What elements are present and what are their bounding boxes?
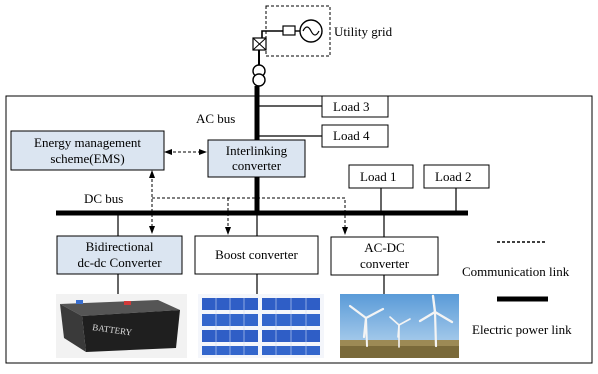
dc-bus-label: DC bus <box>84 191 123 206</box>
grid-impedance <box>282 25 296 36</box>
load-4-box <box>321 124 389 148</box>
acdc-converter-box <box>330 236 439 276</box>
ac-source-icon <box>299 19 323 43</box>
legend-power-label: Electric power link <box>472 322 572 337</box>
boost-converter-box <box>194 235 319 275</box>
communication-links <box>149 170 348 235</box>
ems-line1: Energy management <box>34 135 141 150</box>
ems-box <box>10 130 165 171</box>
load-3-label: Load 3 <box>333 99 369 114</box>
load-4-label: Load 4 <box>333 128 370 143</box>
legend: Communication link Electric power link <box>462 241 572 337</box>
acdc-line2: converter <box>360 256 410 271</box>
wind-turbine-image <box>340 294 459 358</box>
interlinking-converter-line2: converter <box>232 158 282 173</box>
interlinking-converter-line1: Interlinking <box>226 143 288 158</box>
transformer-icon <box>252 64 266 87</box>
bidirectional-line1: Bidirectional <box>86 239 154 254</box>
system-frame <box>5 95 593 364</box>
legend-communication-label: Communication link <box>462 264 570 279</box>
load-2-label: Load 2 <box>435 169 471 184</box>
acdc-line1: AC-DC <box>364 240 404 255</box>
switch-icon <box>252 37 267 51</box>
bidirectional-line2: dc-dc Converter <box>77 255 162 270</box>
bidirectional-converter-box <box>56 235 183 275</box>
utility-grid-label: Utility grid <box>334 24 393 39</box>
interlinking-converter-box <box>207 139 306 178</box>
ac-bus-label: AC bus <box>196 111 235 126</box>
battery-image: BATTERY <box>56 294 187 358</box>
boost-converter-label: Boost converter <box>215 247 298 262</box>
load-3-box <box>321 95 389 118</box>
solar-panel-image <box>198 294 324 358</box>
ems-line2: scheme(EMS) <box>50 151 124 166</box>
load-1-label: Load 1 <box>360 169 396 184</box>
